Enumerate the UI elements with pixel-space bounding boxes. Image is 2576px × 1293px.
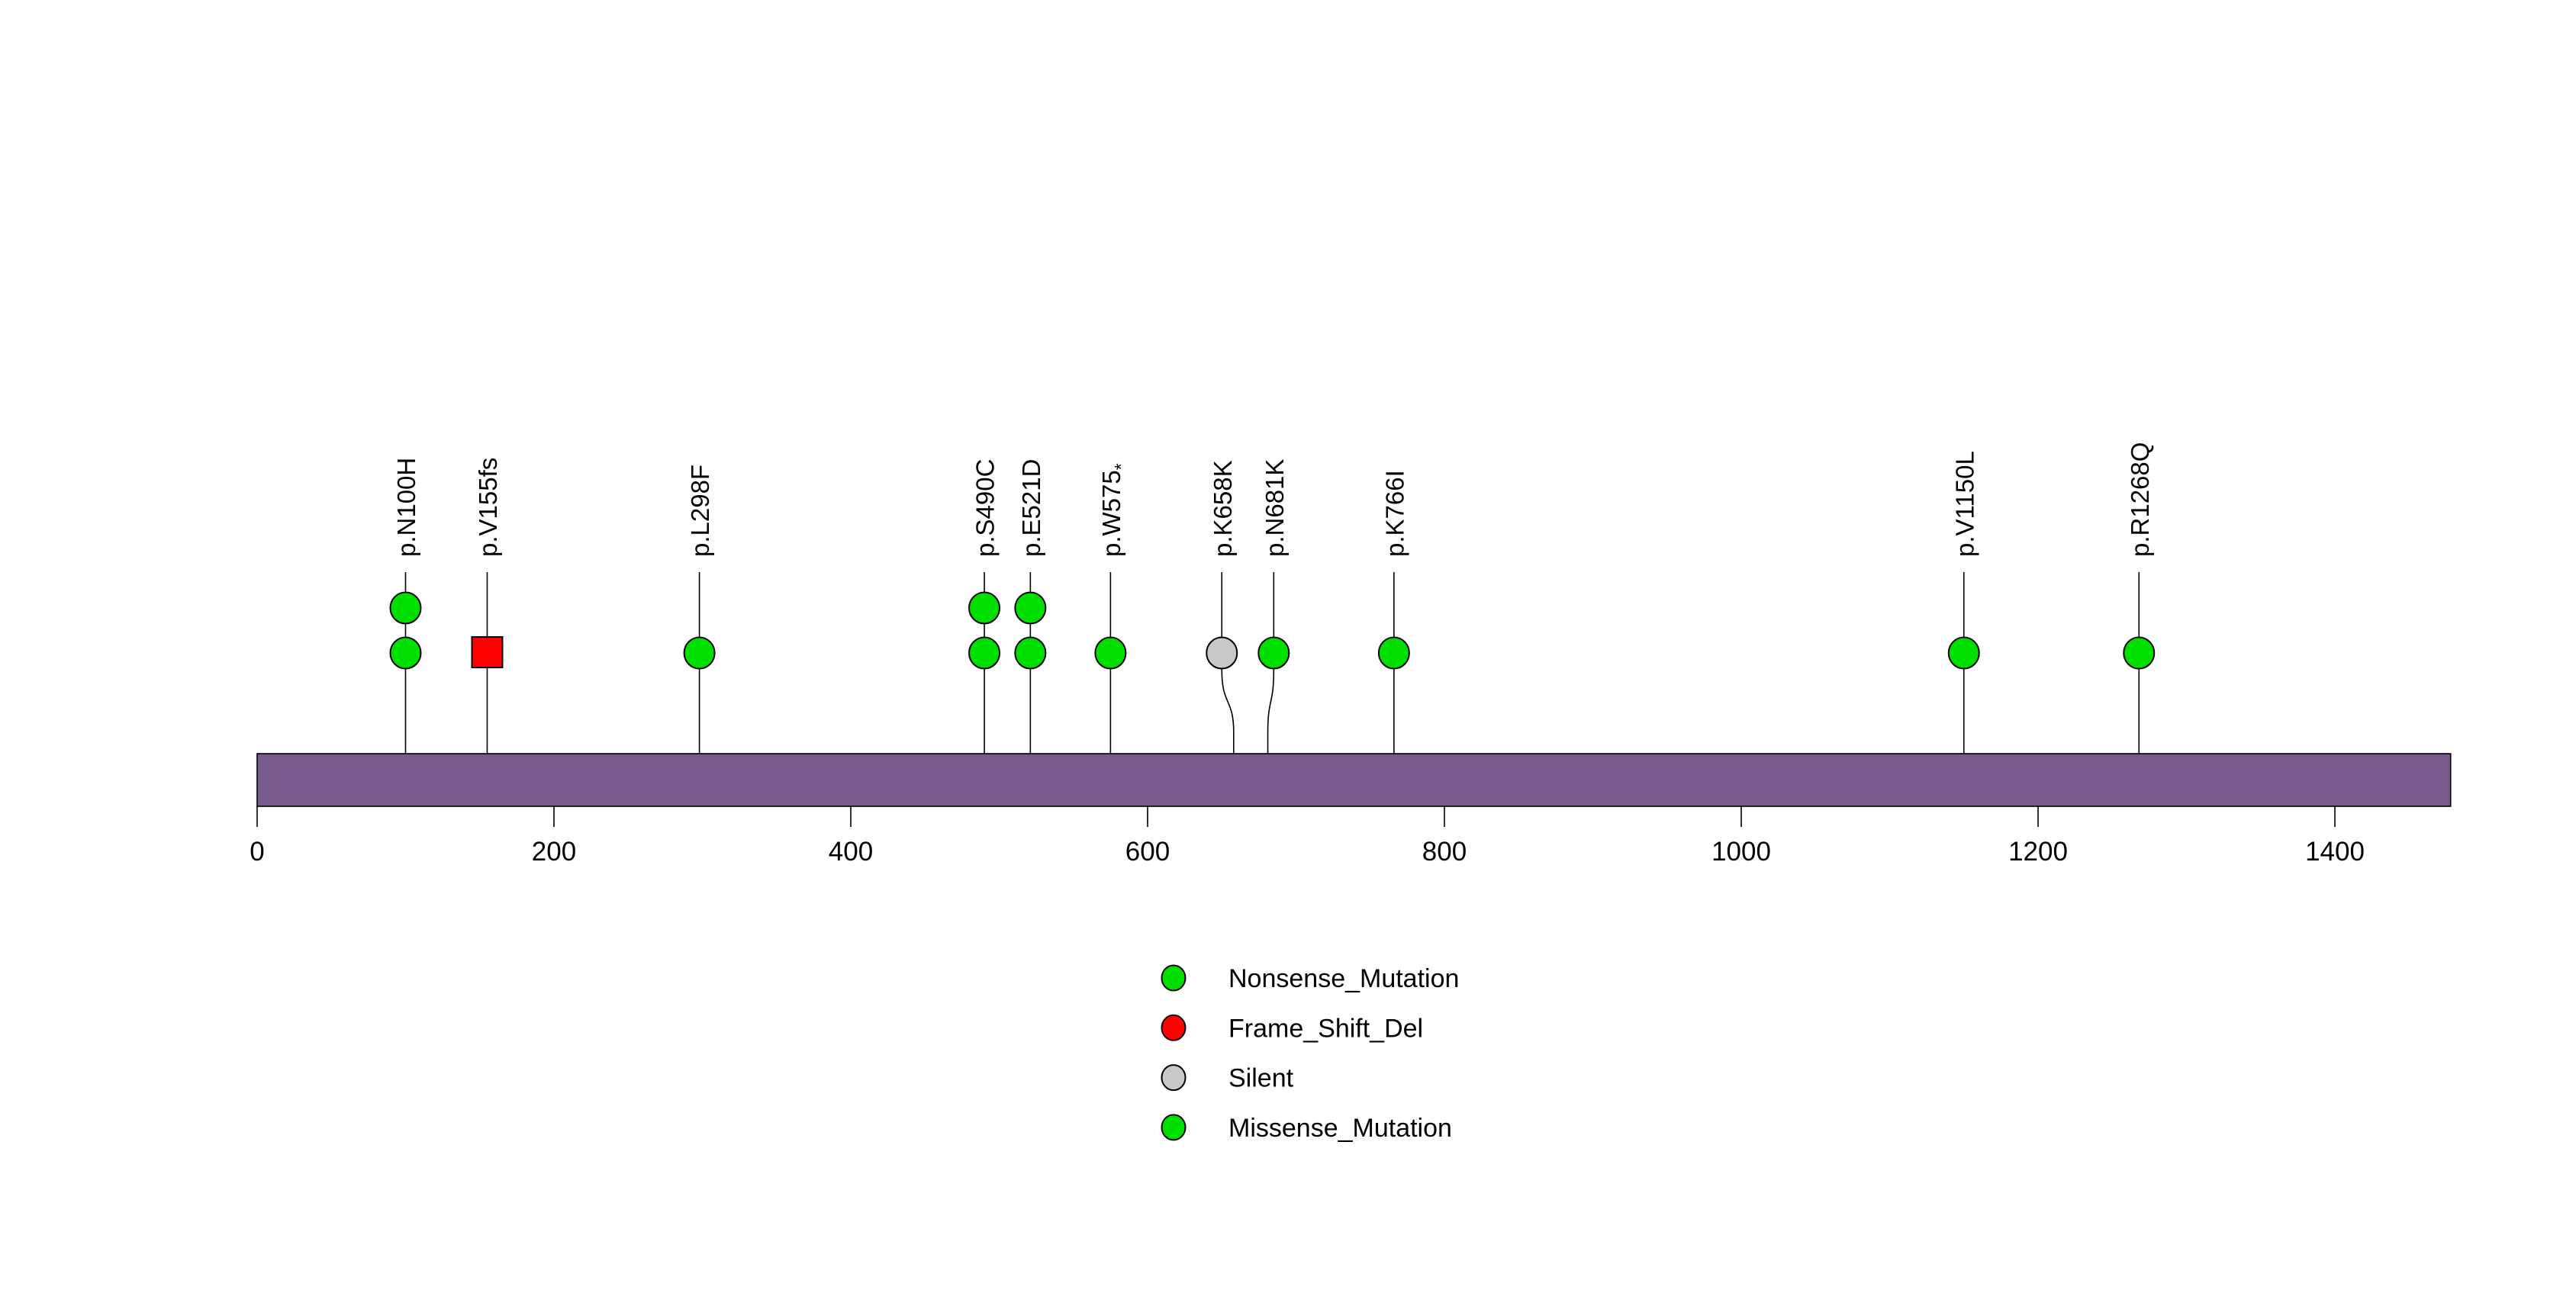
axis-layer: 0 200 400 600 800 1000 1200 1400 [250, 806, 2365, 867]
mutation-marker-circle [2123, 636, 2156, 670]
legend-swatch [1161, 1064, 1187, 1092]
mutation-label: p.S490C [971, 459, 1000, 557]
axis-tick-label: 1000 [1711, 837, 1771, 867]
markers-layer [389, 591, 2156, 670]
mutation-marker-square [471, 636, 504, 668]
mutation-label-text: p.R1268Q [2126, 442, 2154, 557]
mutation-label-text: p.L298F [686, 465, 714, 557]
mutation-marker-circle [1014, 636, 1047, 670]
mutation-label-text: p.K658K [1209, 460, 1237, 557]
mutation-label-text: p.K766I [1380, 470, 1409, 557]
axis-tick-label: 1200 [2008, 837, 2068, 867]
protein-bar [256, 753, 2452, 807]
mutation-label: p.K658K [1209, 460, 1237, 557]
mutation-marker-circle [968, 591, 1001, 625]
mutation-marker-circle [1094, 636, 1127, 670]
axis-tick-label: 400 [829, 837, 873, 867]
mutation-label-text: p.V1150L [1950, 451, 1979, 557]
labels-layer: p.N100H p.V155fs p.L298F p.S490C p.E521D p.W5… [392, 442, 2154, 557]
mutation-label-text: p.W575 [1097, 470, 1125, 557]
legend-swatch [1161, 964, 1187, 992]
mutation-label-subscript: * [1111, 463, 1131, 470]
mutation-label-text: p.V155fs [474, 458, 502, 557]
mutation-label-text: p.N681K [1261, 459, 1289, 557]
mutation-label: p.V1150L [1950, 451, 1979, 557]
mutation-label-text: p.N100H [392, 458, 420, 557]
legend-layer: Nonsense_MutationFrame_Shift_DelSilentMi… [1161, 964, 1459, 1143]
mutation-marker-circle [1947, 636, 1980, 670]
mutation-marker-circle [1257, 636, 1290, 670]
axis-tick-label: 1400 [2305, 837, 2365, 867]
mutation-label: p.R1268Q [2126, 442, 2154, 557]
mutation-stem [1221, 572, 1235, 806]
mutation-marker-circle [389, 636, 422, 670]
mutation-label-text: p.E521D [1017, 459, 1045, 557]
mutation-label: p.W575* [1097, 463, 1131, 557]
mutation-label: p.N681K [1261, 459, 1289, 557]
mutation-label: p.K766I [1380, 470, 1409, 557]
legend-label: Missense_Mutation [1228, 1114, 1452, 1143]
axis-tick-label: 800 [1422, 837, 1467, 867]
legend-swatch [1161, 1114, 1187, 1141]
legend-label: Nonsense_Mutation [1228, 964, 1459, 993]
axis-tick-label: 600 [1125, 837, 1170, 867]
protein-bar-layer [256, 753, 2452, 807]
mutation-label: p.N100H [392, 458, 420, 557]
legend-label: Frame_Shift_Del [1228, 1014, 1423, 1043]
mutation-marker-circle [389, 591, 422, 625]
axis-tick-label: 0 [250, 837, 264, 867]
mutation-label: p.E521D [1017, 459, 1045, 557]
mutation-marker-circle [1014, 591, 1047, 625]
mutation-marker-circle [1377, 636, 1410, 670]
mutation-label-text: p.S490C [971, 459, 1000, 557]
mutation-marker-circle [968, 636, 1001, 670]
axis-tick-label: 200 [532, 837, 576, 867]
legend-swatch [1161, 1014, 1187, 1041]
mutation-marker-circle [1206, 636, 1238, 670]
mutation-marker-circle [683, 636, 716, 670]
mutation-label: p.V155fs [474, 458, 502, 557]
legend-label: Silent [1228, 1064, 1294, 1093]
mutation-stem [1267, 572, 1275, 806]
mutation-label: p.L298F [686, 465, 714, 557]
